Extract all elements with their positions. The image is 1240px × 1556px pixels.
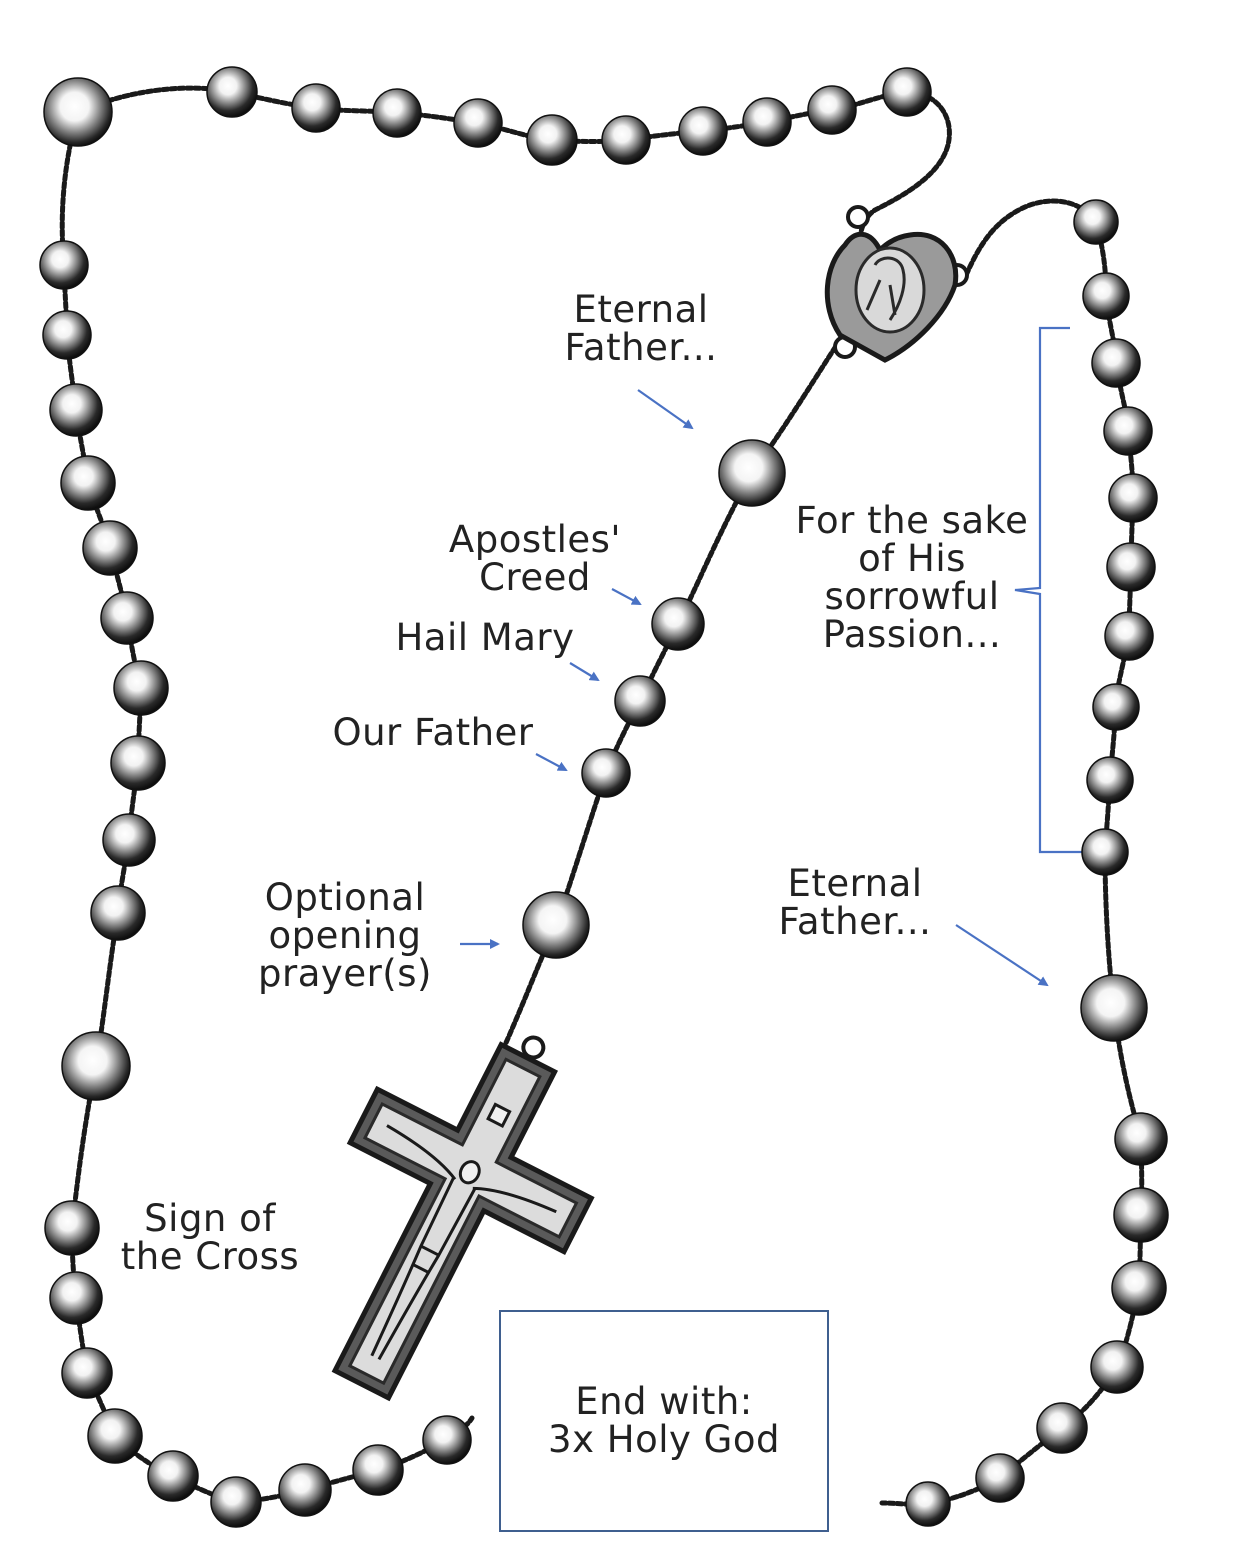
hail-mary-bead	[210, 1476, 262, 1528]
our-father-bead	[522, 891, 590, 959]
hail-mary-bead	[1103, 406, 1153, 456]
hail-mary-bead	[44, 1200, 100, 1256]
hail-mary-bead	[1114, 1112, 1168, 1166]
decade-bracket	[1014, 326, 1085, 854]
hail-mary-bead	[100, 591, 154, 645]
hail-mary-bead	[352, 1444, 404, 1496]
label-sign-of-cross: Sign of the Cross	[105, 1200, 315, 1276]
hail-mary-bead	[975, 1453, 1025, 1503]
label-line: Creed	[479, 556, 591, 599]
hail-mary-bead	[807, 85, 857, 135]
hail-mary-bead	[1092, 683, 1140, 731]
label-line: For the sake	[795, 499, 1029, 542]
hail-mary-bead	[1036, 1402, 1088, 1454]
hail-mary-bead	[678, 106, 728, 156]
hail-mary-bead	[601, 115, 651, 165]
label-sorrowful-passion: For the sake of His sorrowful Passion...	[787, 502, 1037, 654]
label-line: Father...	[778, 900, 932, 943]
label-line: Eternal	[787, 862, 923, 905]
hail-mary-bead	[1086, 756, 1134, 804]
hail-mary-bead	[1113, 1187, 1169, 1243]
hail-mary-bead	[147, 1450, 199, 1502]
hail-mary-bead	[1111, 1260, 1167, 1316]
label-line: Our Father	[332, 711, 534, 754]
hail-mary-bead	[87, 1408, 143, 1464]
hail-mary-bead	[581, 748, 631, 798]
label-line: Eternal	[573, 288, 709, 331]
arrow-our-father	[535, 753, 568, 771]
label-our-father: Our Father	[318, 714, 548, 752]
label-optional-opening: Optional opening prayer(s)	[245, 879, 445, 993]
our-father-bead	[43, 77, 113, 147]
label-line: sorrowful	[824, 575, 1000, 618]
arrow-eternal-father-right	[955, 924, 1049, 987]
arrow-eternal-father-top	[637, 389, 694, 430]
crucifix-icon	[331, 1035, 595, 1402]
hail-mary-bead	[102, 813, 156, 867]
hail-mary-bead	[526, 114, 578, 166]
hail-mary-bead	[90, 885, 146, 941]
label-line: the Cross	[120, 1235, 300, 1278]
arrows	[460, 389, 1049, 987]
hail-mary-bead	[278, 1463, 332, 1517]
hail-mary-bead	[614, 675, 666, 727]
arrow-hail-mary	[569, 662, 600, 682]
hail-mary-bead	[49, 1271, 103, 1325]
end-box-line: 3x Holy God	[548, 1418, 780, 1461]
hail-mary-bead	[651, 597, 705, 651]
hail-mary-bead	[453, 98, 503, 148]
hail-mary-bead	[42, 310, 92, 360]
rosary-beads	[39, 66, 1169, 1528]
label-line: Apostles'	[448, 518, 622, 561]
label-line: opening	[268, 914, 422, 957]
hail-mary-bead	[113, 660, 169, 716]
hail-mary-bead	[1104, 611, 1154, 661]
hail-mary-bead	[61, 1347, 113, 1399]
label-line: Hail Mary	[395, 616, 575, 659]
heart-medal-icon	[824, 205, 969, 363]
hail-mary-bead	[110, 735, 166, 791]
hail-mary-bead	[1081, 828, 1129, 876]
arrow-apostles-creed	[611, 588, 642, 605]
hail-mary-bead	[422, 1415, 472, 1465]
label-eternal-father-top: Eternal Father...	[556, 291, 726, 367]
hail-mary-bead	[882, 67, 932, 117]
hail-mary-bead	[206, 66, 258, 118]
hail-mary-bead	[1091, 338, 1141, 388]
hail-mary-bead	[60, 455, 116, 511]
label-hail-mary: Hail Mary	[385, 619, 585, 657]
label-line: prayer(s)	[258, 952, 432, 995]
our-father-bead	[61, 1031, 131, 1101]
hail-mary-bead	[742, 97, 792, 147]
end-with-box: End with: 3x Holy God	[499, 1310, 829, 1532]
end-box-line: End with:	[575, 1380, 753, 1423]
our-father-bead	[1080, 974, 1148, 1042]
label-line: Father...	[564, 326, 718, 369]
label-line: Optional	[264, 876, 426, 919]
hail-mary-bead	[905, 1481, 951, 1527]
hail-mary-bead	[1073, 199, 1119, 245]
label-line: of His	[858, 537, 966, 580]
hail-mary-bead	[49, 383, 103, 437]
hail-mary-bead	[1108, 473, 1158, 523]
label-eternal-father-right: Eternal Father...	[770, 865, 940, 941]
hail-mary-bead	[1090, 1340, 1144, 1394]
hail-mary-bead	[291, 83, 341, 133]
hail-mary-bead	[372, 88, 422, 138]
label-line: Sign of	[144, 1197, 276, 1240]
our-father-bead	[718, 439, 786, 507]
hail-mary-bead	[1082, 272, 1130, 320]
hail-mary-bead	[82, 520, 138, 576]
label-apostles-creed: Apostles' Creed	[440, 521, 630, 597]
hail-mary-bead	[39, 240, 89, 290]
label-line: Passion...	[822, 613, 1002, 656]
hail-mary-bead	[1106, 542, 1156, 592]
